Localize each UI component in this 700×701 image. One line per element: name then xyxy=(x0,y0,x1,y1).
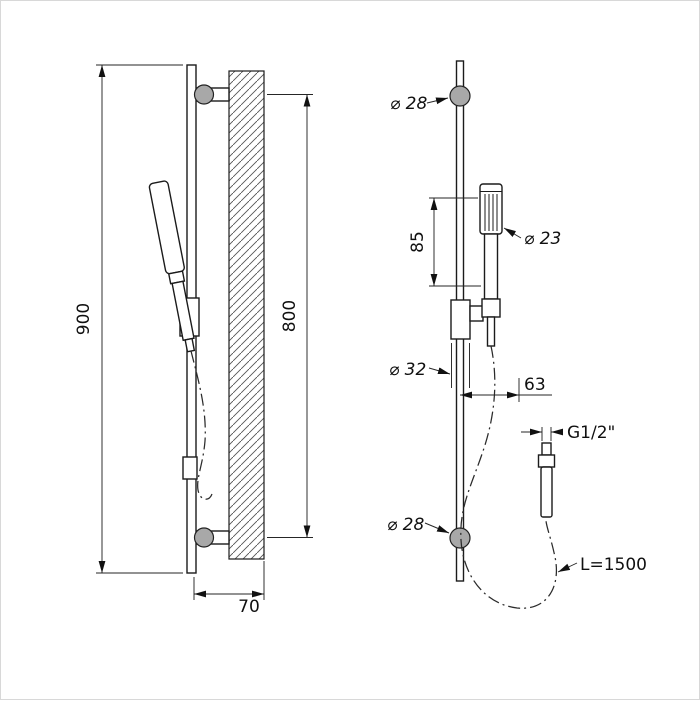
wall-section xyxy=(228,70,265,560)
hose-clip-side xyxy=(182,456,198,480)
handshower-handle-front xyxy=(483,233,499,300)
dim-dia32: ⌀ 32 xyxy=(389,343,470,388)
top-mount-knob-side xyxy=(193,84,215,105)
dim-dia28-bottom: ⌀ 28 xyxy=(387,515,450,535)
dim-thread: G1/2" xyxy=(521,423,615,443)
dim-85: 85 xyxy=(408,197,481,287)
dim-handle-length-label: 85 xyxy=(408,231,428,253)
dim-top-mount-diameter-label: ⌀ 28 xyxy=(390,94,427,114)
dim-dia23: ⌀ 23 xyxy=(503,227,561,249)
dim-wall-offset-label: 70 xyxy=(238,597,260,617)
leader-line xyxy=(424,522,450,534)
fitting-nut xyxy=(537,454,556,468)
top-mount-front xyxy=(449,85,471,107)
leader-line xyxy=(503,227,522,239)
dim-handshower-diameter-label: ⌀ 23 xyxy=(524,229,561,249)
holder-arm-front xyxy=(469,305,484,322)
leader-line xyxy=(557,562,578,573)
fitting-body xyxy=(540,466,553,518)
handshower-nipple-side xyxy=(184,337,196,353)
slider-front xyxy=(450,299,471,340)
handshower-front xyxy=(479,183,503,347)
leader-line xyxy=(428,367,451,375)
hose-front xyxy=(460,345,557,609)
dim-slider-diameter-label: ⌀ 32 xyxy=(389,360,426,380)
dim-dia28-top: ⌀ 28 xyxy=(390,94,449,114)
handshower-nut-front xyxy=(481,298,501,318)
dimensions: 900 800 70 ⌀ 28 85 xyxy=(74,64,647,617)
bottom-mount-front xyxy=(449,527,471,549)
dim-900: 900 xyxy=(74,64,183,574)
side-view xyxy=(148,64,265,574)
dim-offset-label: 63 xyxy=(524,375,546,395)
dim-800: 800 xyxy=(267,94,313,538)
dim-mount-spacing-label: 800 xyxy=(280,300,300,332)
dim-63: 63 xyxy=(460,375,552,402)
dim-hose-length-label: L=1500 xyxy=(580,555,647,575)
leader-line xyxy=(426,97,449,105)
dim-total-height-label: 900 xyxy=(74,303,94,335)
handshower-head-side xyxy=(148,180,185,275)
bottom-mount-knob-side xyxy=(193,527,215,548)
front-view xyxy=(449,60,557,609)
hose-side xyxy=(190,350,213,500)
dim-70: 70 xyxy=(193,561,265,617)
dim-thread-label: G1/2" xyxy=(567,423,615,443)
handshower-side xyxy=(148,180,196,353)
dim-bottom-mount-diameter-label: ⌀ 28 xyxy=(387,515,424,535)
dim-hose-length: L=1500 xyxy=(557,555,647,575)
handshower-nipple-front xyxy=(486,316,496,347)
fitting-thread-nipple xyxy=(541,442,552,456)
hose-fitting xyxy=(537,442,556,518)
